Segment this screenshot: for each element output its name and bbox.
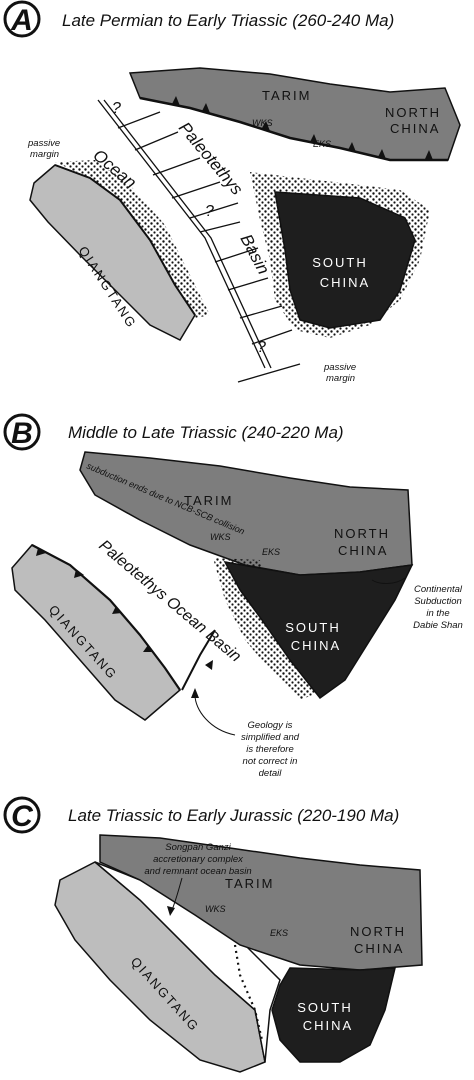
panel-c-title: Late Triassic to Early Jurassic (220-190… [68,806,399,825]
panel-b-tarim-label: TARIM [184,493,233,508]
panel-a-south-china-label: CHINA [320,275,370,290]
panel-b-qiangtang-block [11,544,181,721]
panel-b-eks-label: EKS [262,547,280,557]
panel-b-continental-note-1: Continental [414,584,463,595]
panel-b-continental-note-4: Dabie Shan [413,620,463,631]
panel-c-china-label: CHINA [354,941,404,956]
panel-c-songpan-note-1: Songpan Ganzi [165,842,231,853]
panel-b-letter: B [11,417,33,450]
panel-c-eks-label: EKS [270,928,288,938]
panel-a-tarim-label: TARIM [262,88,311,103]
panel-c: C Late Triassic to Early Jurassic (220-1… [3,796,423,1073]
panel-a-ridge-mark-2: ? [205,203,214,220]
panel-a-thrust-teeth [172,96,433,160]
panel-c-songpan-note-3: and remnant ocean basin [144,866,251,877]
panel-a-passive-label-right-2: margin [326,373,355,384]
panel-c-south-china-label: CHINA [303,1018,353,1033]
panel-b-geology-note-5: detail [259,768,283,779]
panel-a-title: Late Permian to Early Triassic (260-240 … [62,11,394,30]
panel-b-continental-arrow [371,577,406,584]
panel-a-eks-label: EKS [313,139,331,149]
panel-b-wks-label: WKS [210,532,231,542]
panel-a-left-sediment [55,160,210,318]
panel-a-letter: A [10,4,33,37]
panel-c-tarim-label: TARIM [225,876,274,891]
panel-a-passive-label-left-1: passive [27,138,60,149]
panel-a-ridge-mark-1: ? [112,100,121,117]
panel-b-badge [3,413,41,451]
panel-a-paleotethys-label: Paleotethys [175,118,247,199]
panel-c-letter: C [11,800,34,833]
panel-b-geology-note-3: is therefore [246,744,294,755]
panel-c-dotted-suture [233,944,264,1041]
panel-a-passive-label-left-2: margin [30,149,59,160]
panel-b-title: Middle to Late Triassic (240-220 Ma) [68,423,344,442]
panel-a: A Late Permian to Early Triassic (260-24… [3,0,461,384]
panel-a-china-label: CHINA [390,121,440,136]
panel-a-passive-label-right-1: passive [323,362,356,373]
panel-b-continental-note-2: Subduction [414,596,462,607]
panel-b-geology-arrow [194,694,236,736]
panel-b-south-label: SOUTH [285,620,341,635]
panel-c-badge [3,796,41,834]
panel-c-wks-label: WKS [205,904,226,914]
panel-b-geology-arrowhead [191,688,199,698]
panel-a-spreading-ridge [97,99,301,383]
panel-c-north-label: NORTH [350,924,406,939]
panel-b-geology-note-4: not correct in [243,756,298,767]
panel-b-china-label: CHINA [338,543,388,558]
panel-a-suture-line [139,96,448,162]
panel-a-ridge-mark-3: ? [257,339,266,356]
panel-b-south-china-block [223,560,414,700]
panel-b-geology-note-2: simplified and [241,732,300,743]
panel-a-badge [3,0,41,38]
panel-b-subduction-line [31,544,181,691]
panel-c-songpan-note-2: accretionary complex [153,854,244,865]
panel-b-south-china-label: CHINA [291,638,341,653]
panel-b-trench-line [181,629,216,691]
panel-c-songpan-arrowhead [167,906,175,916]
panel-b-subduction-teeth [36,548,213,670]
panel-c-south-china-block [271,967,396,1063]
panel-b: B Middle to Late Triassic (240-220 Ma) T… [3,413,463,779]
panel-c-south-label: SOUTH [297,1000,353,1015]
panel-b-geology-note-1: Geology is [248,720,293,731]
panel-a-north-label: NORTH [385,105,441,120]
panel-b-continental-note-3: in the [426,608,449,619]
panel-b-north-label: NORTH [334,526,390,541]
panel-a-south-china-block [274,191,416,329]
panel-a-south-label: SOUTH [312,255,368,270]
panel-a-wks-label: WKS [252,118,273,128]
